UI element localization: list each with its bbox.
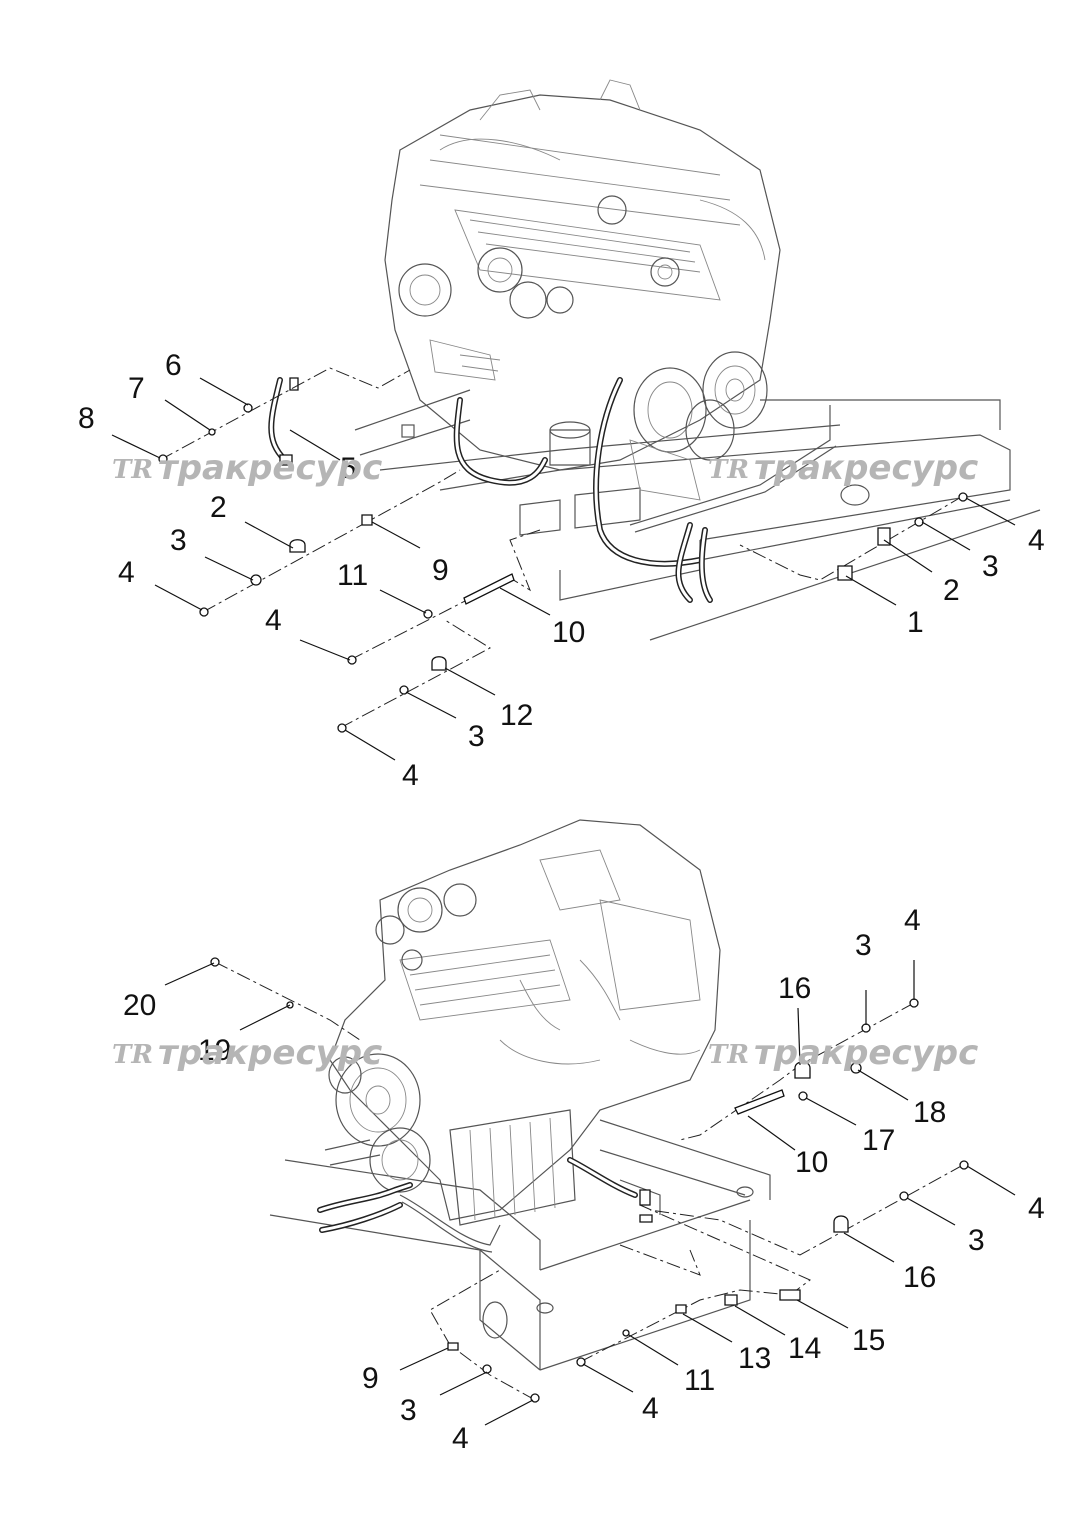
- callout: 20: [123, 989, 156, 1022]
- callout: 8: [78, 402, 95, 435]
- callout: 10: [552, 616, 585, 649]
- callout: 7: [128, 372, 145, 405]
- callout: 10: [795, 1146, 828, 1179]
- watermark-logo: TR: [112, 1040, 153, 1070]
- callout: 4: [1028, 1192, 1045, 1225]
- watermark-logo: TR: [708, 455, 749, 485]
- callout: 11: [684, 1364, 715, 1397]
- watermark-logo: TR: [112, 455, 153, 485]
- callout: 15: [852, 1324, 885, 1357]
- callout: 4: [642, 1392, 659, 1425]
- bottom-frame: [269, 1119, 771, 1371]
- callout: 3: [400, 1394, 417, 1427]
- callout: 4: [402, 759, 419, 792]
- bottom-watermark-left: TR тракресурс: [112, 1033, 382, 1073]
- bottom-hoses: [317, 1157, 661, 1253]
- watermark-text: тракресурс: [754, 1033, 978, 1073]
- watermark-text: тракресурс: [158, 448, 382, 488]
- top-engine: [384, 79, 781, 501]
- bottom-leaders: [164, 960, 1016, 1426]
- callout: 4: [265, 604, 282, 637]
- callout: 5: [340, 452, 357, 485]
- callout: 9: [432, 554, 449, 587]
- bottom-small-parts: [210, 957, 969, 1403]
- callout: 9: [362, 1362, 379, 1395]
- callout: 4: [118, 556, 135, 589]
- callout: 4: [452, 1422, 469, 1455]
- callout: 4: [1028, 524, 1045, 557]
- callout: 3: [468, 720, 485, 753]
- callout: 1: [907, 606, 924, 639]
- top-hoses: [268, 377, 837, 603]
- bottom-callouts: 20 19 16 3 4 18 17 10 4 3 16 15 14 13 11…: [123, 904, 1045, 1455]
- callout: 19: [198, 1034, 231, 1067]
- top-watermark-right: TR тракресурс: [708, 448, 978, 488]
- bottom-assembly-lines: [214, 961, 964, 1401]
- top-small-parts: [158, 403, 968, 733]
- top-callouts: 6 7 8 5 2 3 4 9 11 4 10 12 3 4 4 3 2 1: [78, 349, 1045, 792]
- callout: 17: [862, 1124, 895, 1157]
- callout: 16: [903, 1261, 936, 1294]
- watermark-text: тракресурс: [754, 448, 978, 488]
- top-leaders: [111, 377, 1016, 761]
- callout: 2: [210, 491, 227, 524]
- callout: 13: [738, 1342, 771, 1375]
- callout: 18: [913, 1096, 946, 1129]
- callout: 3: [982, 550, 999, 583]
- callout: 3: [855, 929, 872, 962]
- callout: 14: [788, 1332, 821, 1365]
- callout: 12: [500, 699, 533, 732]
- watermark-text: тракресурс: [158, 1033, 382, 1073]
- bottom-watermark-right: TR тракресурс: [708, 1033, 978, 1073]
- top-assembly-lines: [159, 367, 964, 729]
- top-watermark-left: TR тракресурс: [112, 448, 382, 488]
- callout: 3: [968, 1224, 985, 1257]
- callout: 3: [170, 524, 187, 557]
- top-frame: [354, 389, 1041, 641]
- watermark-logo: TR: [708, 1040, 749, 1070]
- bottom-engine: [328, 819, 721, 1226]
- bottom-view: 20 19 16 3 4 18 17 10 4 3 16 15 14 13 11…: [112, 819, 1045, 1455]
- callout: 16: [778, 972, 811, 1005]
- callout: 4: [904, 904, 921, 937]
- callout: 11: [337, 559, 368, 592]
- callout: 6: [165, 349, 182, 382]
- callout: 2: [943, 574, 960, 607]
- top-view: 6 7 8 5 2 3 4 9 11 4 10 12 3 4 4 3 2 1 T…: [78, 79, 1045, 792]
